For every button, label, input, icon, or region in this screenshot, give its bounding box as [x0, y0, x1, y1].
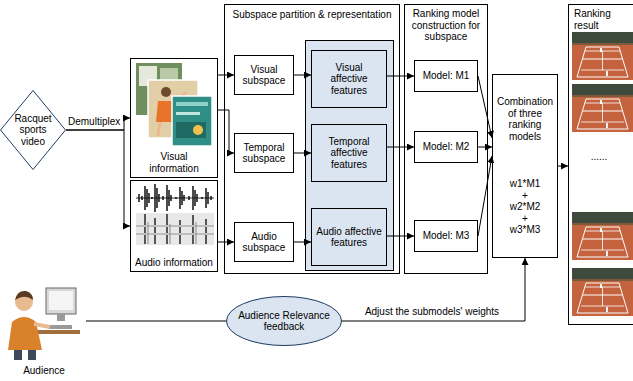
ranking-result-frames-part [572, 212, 633, 260]
node-text: Model: M2 [423, 141, 470, 153]
ellipse-outline [227, 297, 342, 346]
audience-person-icon-part [46, 288, 76, 314]
node-text: Visual subspace [239, 64, 289, 87]
connector [294, 242, 311, 243]
connector [66, 130, 130, 226]
connector [478, 147, 492, 148]
ranking-result-frames-part [572, 268, 633, 316]
audio-waveform-illustration-part [145, 214, 206, 244]
connector [387, 76, 414, 77]
audience-person-icon-part [49, 291, 73, 310]
video-frames-illustration-part [161, 87, 171, 97]
audience-person-icon-part [34, 324, 50, 327]
group-box: Subspace partition & representationVisua… [224, 4, 400, 274]
audio-waveform-illustration-part [139, 184, 211, 212]
video-frames-illustration-part [172, 96, 212, 146]
video-frames-illustration-part [176, 112, 200, 115]
node-text: Temporal subspace [239, 142, 289, 165]
audio-waveform-illustration-part [136, 213, 214, 245]
node-text: Visual information [135, 151, 213, 174]
node-text: Audio affective features [316, 226, 382, 249]
node-text: Audio subspace [239, 231, 289, 254]
node-text: Model: M1 [423, 70, 470, 82]
node-text: Combination of three ranking models [497, 96, 553, 142]
audience-figure: Audience [2, 278, 86, 379]
node-text: w1*M1 + w2*M2 + w3*M3 [497, 178, 553, 236]
model-box: Model: M1 [414, 60, 478, 92]
feature-box: Temporal affective features [311, 124, 387, 182]
ranking-result-frames [572, 32, 633, 316]
audience-person-icon-part [48, 325, 72, 329]
connector [294, 153, 311, 154]
media-box: Audio information [130, 180, 218, 272]
edge-annotation: Demultiplex [68, 116, 120, 128]
connector [558, 166, 568, 167]
connector [342, 258, 525, 321]
connector [294, 75, 311, 76]
video-frames-illustration-part [176, 122, 206, 138]
input-diamond: Racquet sports video [0, 90, 66, 170]
video-frames-illustration-part [176, 102, 208, 106]
node-text: Racquet sports video [10, 113, 56, 148]
process-box: Audio subspace [234, 222, 294, 262]
model-box: Model: M2 [414, 131, 478, 163]
node-text: Audience [23, 365, 65, 377]
feature-panel [306, 41, 394, 271]
feature-box: Audio affective features [311, 208, 387, 266]
node-text: Ranking model construction for subspace [409, 8, 483, 43]
process-box: Temporal subspace [234, 133, 294, 173]
diamond-outline [1, 91, 66, 170]
model-box: Model: M3 [414, 220, 478, 252]
feedback-ellipse: Audience Relevance feedback [226, 296, 342, 346]
combination-box: Combination of three ranking models w1*M1… [492, 74, 558, 258]
audience-person-icon-part [57, 314, 65, 321]
connector [218, 75, 234, 76]
edge-label: Adjust the submodels' weights [365, 306, 499, 318]
node-text: Subspace partition & representation [233, 9, 392, 21]
connector [387, 236, 414, 237]
media-box: Visual information [130, 58, 218, 178]
audience-person-icon-part [14, 350, 22, 360]
connector [387, 147, 414, 148]
node-text: ...... [569, 151, 629, 163]
audio-waveform-illustration-part [148, 222, 196, 244]
connector [218, 242, 234, 243]
ranking-result-frames-part [572, 32, 633, 80]
audience-person-icon [8, 288, 80, 360]
video-frames-illustration-part [193, 125, 203, 135]
node-text: Audience Relevance feedback [226, 310, 342, 333]
result-box: Ranking result...... [568, 4, 633, 325]
audience-person-icon-part [28, 350, 36, 360]
process-box: Visual subspace [234, 55, 294, 95]
group-box: Ranking model construction for subspaceM… [404, 4, 488, 274]
connector [218, 110, 234, 153]
audio-waveform-illustration [136, 184, 214, 245]
node-text: Audio information [135, 257, 213, 269]
connector [478, 76, 492, 138]
feature-box: Visual affective features [311, 50, 387, 108]
audience-person-icon-part [8, 317, 42, 350]
audience-person-icon-part [15, 291, 33, 300]
connector [478, 156, 492, 236]
node-text: Ranking result [574, 8, 632, 31]
video-frames-illustration [136, 63, 212, 146]
node-text: Model: M3 [423, 230, 470, 242]
ranking-result-frames-part [572, 84, 633, 132]
node-text: Visual affective features [316, 62, 382, 97]
connector [86, 321, 226, 322]
node-text: Temporal affective features [316, 136, 382, 171]
